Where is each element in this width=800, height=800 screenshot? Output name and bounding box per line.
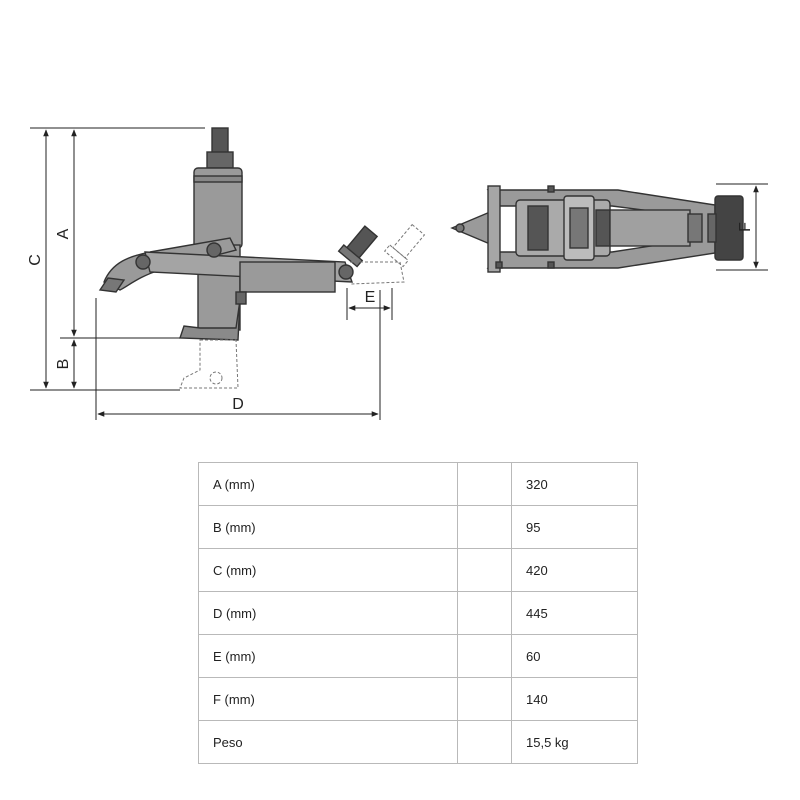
spec-label: Peso [198,720,458,764]
table-row: B (mm) 95 [198,505,638,549]
spec-value: 95 [511,505,638,549]
alternate-position-outline [179,223,426,389]
table-row: F (mm) 140 [198,677,638,721]
spec-value: 140 [511,677,638,721]
table-row: E (mm) 60 [198,634,638,678]
spec-spacer [457,505,512,549]
table-row: A (mm) 320 [198,462,638,506]
spec-label: E (mm) [198,634,458,678]
spec-spacer [457,591,512,635]
dimension-label-d: D [232,396,244,413]
dimension-label-f: F [737,222,754,232]
technical-drawing: C A B D E F [27,127,768,420]
dimension-lines-top [716,183,768,271]
dimension-label-b: B [55,359,72,370]
spec-spacer [457,720,512,764]
spec-value: 15,5 kg [511,720,638,764]
spec-spacer [457,462,512,506]
dimension-label-a: A [55,228,72,239]
table-row: Peso 15,5 kg [198,720,638,764]
table-row: D (mm) 445 [198,591,638,635]
spec-label: F (mm) [198,677,458,721]
spec-spacer [457,677,512,721]
spec-label: D (mm) [198,591,458,635]
puller-side-view [98,127,379,341]
spec-label: A (mm) [198,462,458,506]
dimension-label-c: C [27,254,44,266]
dimension-label-e: E [365,289,376,306]
spec-label: C (mm) [198,548,458,592]
table-row: C (mm) 420 [198,548,638,592]
spec-value: 445 [511,591,638,635]
puller-top-view [450,185,744,273]
spec-spacer [457,548,512,592]
spec-value: 420 [511,548,638,592]
dimension-lines [30,127,393,420]
spec-label: B (mm) [198,505,458,549]
spec-value: 60 [511,634,638,678]
spec-value: 320 [511,462,638,506]
spec-spacer [457,634,512,678]
